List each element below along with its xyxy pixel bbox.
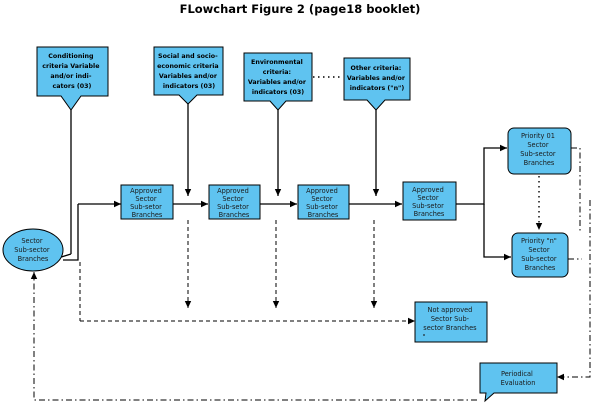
- approved-box-line: Sub-setor: [412, 202, 444, 210]
- approved-box-1-label: Approved Sector Sub-setor Branches: [130, 187, 164, 219]
- evaluation-line: Periodical: [501, 370, 533, 378]
- priority-box-line: Priority 01: [521, 132, 555, 140]
- criteria-social-line: Variables and/or: [159, 73, 218, 80]
- criteria-conditioning-label: Conditioning criteria Variable and/or in…: [42, 53, 101, 90]
- criteria-other-label: Other criteria: Variables and/or indicat…: [347, 65, 407, 92]
- criteria-environmental-line: Environmental: [251, 59, 303, 66]
- start-node-line: Branches: [18, 255, 49, 263]
- not-approved-label: Not approved Sector Sub- sector Branches…: [422, 306, 478, 341]
- criteria-other-line: Other criteria:: [351, 65, 402, 72]
- criteria-conditioning-line: cators (03): [53, 83, 92, 90]
- priority-box-n-shape: [511, 232, 569, 278]
- criteria-other-line: indicators ("n"): [350, 85, 405, 92]
- approved-box-line: Sector: [135, 195, 156, 203]
- start-node-line: Sub-sector: [14, 246, 50, 254]
- priority-box-line: Sector: [528, 246, 549, 254]
- criteria-environmental-line: indicators (03): [252, 89, 304, 96]
- approved-box-2-shape: [208, 184, 261, 220]
- approved-box-line: Sector: [222, 195, 243, 203]
- criteria-conditioning-line: criteria Variable: [42, 63, 99, 70]
- not-approved-line: Sector Sub-: [431, 315, 470, 323]
- approved-box-line: Approved: [217, 187, 249, 195]
- connector-start-to-flow: [63, 204, 79, 261]
- start-node-label: Sector Sub-sector Branches: [14, 237, 52, 263]
- not-approved-line: Not approved: [428, 306, 473, 314]
- start-node-shape: [2, 228, 64, 272]
- priority-box-line: Sector: [527, 141, 548, 149]
- criteria-social-line: Social and socio-: [158, 53, 218, 60]
- dashdot-priority-1-out: [571, 147, 581, 232]
- dashdot-evaluation-return: [30, 272, 477, 401]
- priority-box-1-shape: [507, 127, 572, 175]
- start-node-line: Sector: [21, 237, 42, 245]
- approved-box-line: Approved: [130, 187, 162, 195]
- approved-box-line: Branches: [219, 211, 250, 219]
- priority-box-line: Priority "n": [521, 237, 557, 245]
- approved-box-3-shape: [297, 184, 350, 220]
- criteria-environmental-shape: [243, 52, 313, 111]
- priority-box-1-label: Priority 01 Sector Sub-sector Branches: [520, 132, 558, 167]
- priority-box-line: Sub-sector: [521, 255, 557, 263]
- approved-box-1-shape: [120, 184, 174, 220]
- approved-box-line: Sub-setor: [217, 203, 249, 211]
- evaluation-line: Evaluation: [501, 379, 536, 387]
- approved-box-line: Sector: [311, 195, 332, 203]
- approved-box-line: Branches: [308, 211, 339, 219]
- criteria-conditioning-shape: [36, 46, 109, 111]
- priority-box-line: Branches: [524, 159, 555, 167]
- criteria-social-label: Social and socio- economic criteria Vari…: [157, 53, 221, 90]
- criteria-conditioning-line: Conditioning: [48, 53, 93, 60]
- criteria-social-shape: [153, 46, 224, 105]
- priority-box-line: Sub-sector: [520, 150, 556, 158]
- branch-to-priority-1: [456, 144, 507, 205]
- approved-box-4-shape: [402, 181, 457, 221]
- not-approved-line: sector Branches: [423, 324, 477, 332]
- criteria-other-line: Variables and/or: [347, 75, 406, 82]
- criteria-social-line: economic criteria: [157, 63, 219, 70]
- approved-box-line: Branches: [414, 210, 445, 218]
- approved-box-line: Sub-setor: [306, 203, 338, 211]
- approved-box-3-label: Approved Sector Sub-setor Branches: [306, 187, 340, 219]
- not-approved-line: ": [422, 333, 425, 341]
- criteria-social-line: indicators (03): [163, 83, 215, 90]
- criteria-environmental-line: Variables and/or: [248, 79, 307, 86]
- not-approved-box-shape: [414, 301, 488, 343]
- branch-to-priority-n: [483, 204, 511, 261]
- approved-box-4-label: Approved Sector Sub-setor Branches: [412, 186, 446, 218]
- criteria-environmental-line: criteria:: [263, 69, 291, 76]
- evaluation-box-shape: [479, 362, 558, 403]
- approved-box-line: Sector: [417, 194, 438, 202]
- connector-criteria-1: [57, 110, 72, 259]
- page-title: FLowchart Figure 2 (page18 booklet): [180, 2, 421, 16]
- approved-box-2-label: Approved Sector Sub-setor Branches: [217, 187, 251, 219]
- criteria-other-shape: [343, 57, 411, 111]
- criteria-conditioning-line: and/or indi-: [50, 73, 91, 80]
- priority-box-n-label: Priority "n" Sector Sub-sector Branches: [521, 237, 559, 272]
- evaluation-label: Periodical Evaluation: [501, 370, 536, 387]
- approved-box-line: Sub-setor: [130, 203, 162, 211]
- dashdot-to-evaluation: [557, 200, 591, 381]
- approved-box-line: Branches: [132, 211, 163, 219]
- criteria-environmental-label: Environmental criteria: Variables and/or…: [248, 59, 308, 96]
- approved-box-line: Approved: [412, 186, 444, 194]
- approved-box-line: Approved: [306, 187, 338, 195]
- priority-box-line: Branches: [525, 264, 556, 272]
